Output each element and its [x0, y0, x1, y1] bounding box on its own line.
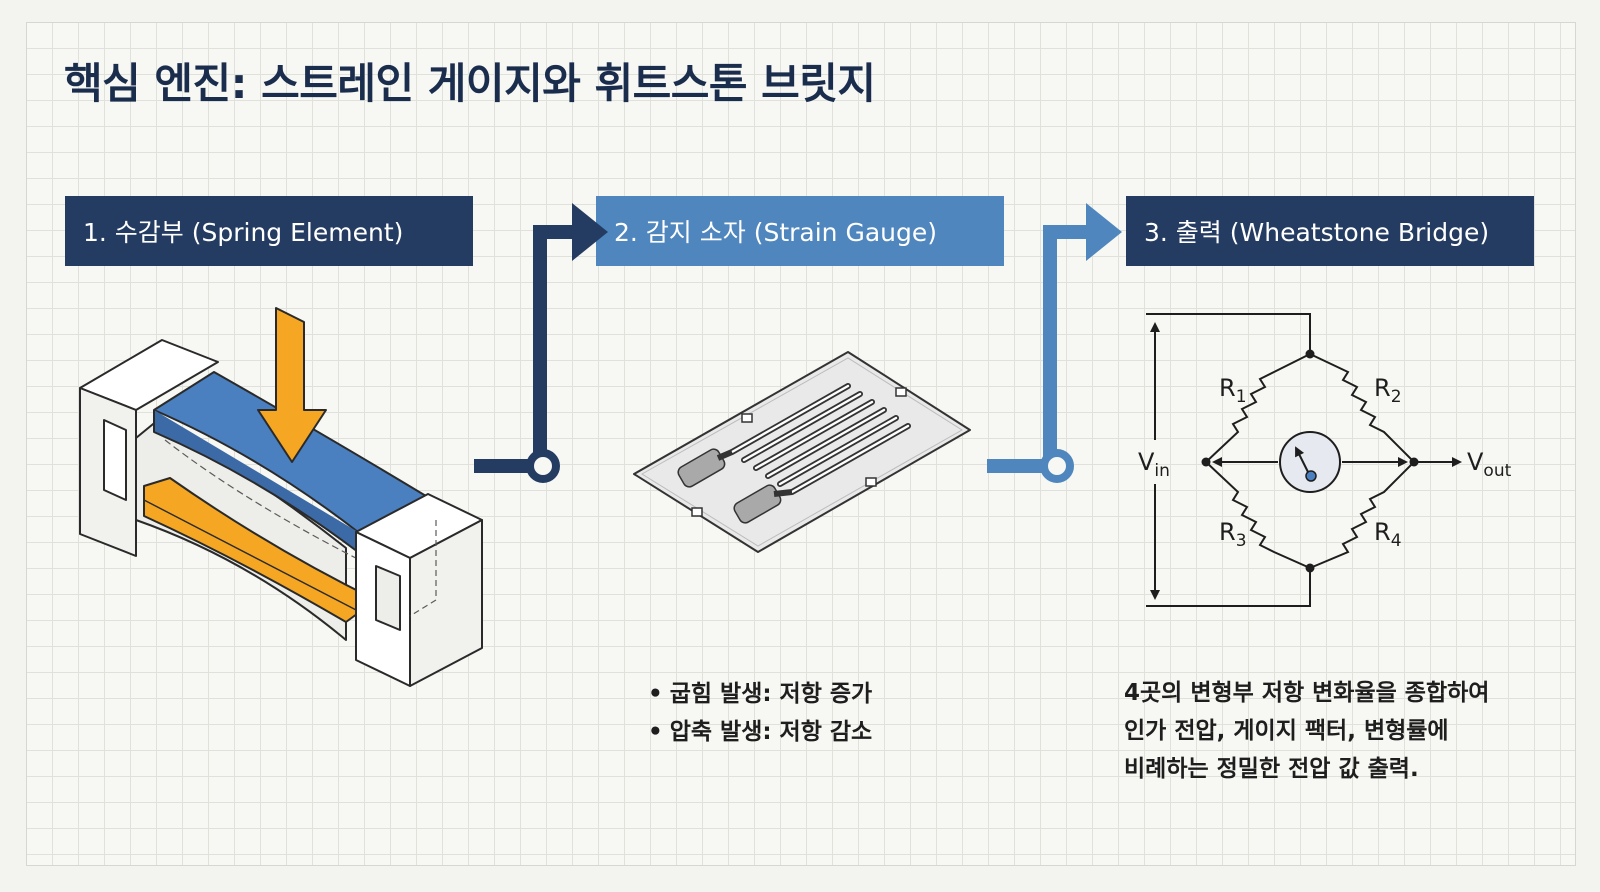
- force-arrow-icon: [257, 307, 327, 463]
- connector-node: [1040, 449, 1074, 483]
- r2-label: R2: [1374, 374, 1402, 407]
- gauge-effects-list: 굽힘 발생: 저항 증가 압축 발생: 저항 감소: [648, 675, 873, 751]
- r3-label: R3: [1219, 518, 1247, 551]
- description-line: 인가 전압, 게이지 팩터, 변형률에: [1124, 718, 1449, 744]
- galvanometer-icon: [1279, 431, 1341, 493]
- stage-label: 2. 감지 소자 (Strain Gauge): [614, 218, 937, 247]
- resistor-r2-icon: [1309, 353, 1415, 463]
- bridge-description: 4곳의 변형부 저항 변화율을 종합하여 인가 전압, 게이지 팩터, 변형률에…: [1124, 674, 1544, 788]
- stage-header-strain-gauge: 2. 감지 소자 (Strain Gauge): [596, 196, 1004, 266]
- resistor-r4-icon: [1309, 461, 1415, 569]
- r1-label: R1: [1219, 374, 1247, 407]
- vout-label: Vout: [1467, 448, 1512, 481]
- description-line: 4곳의 변형부 저항 변화율을 종합하여: [1124, 680, 1490, 706]
- arrow-right-icon: [572, 203, 608, 261]
- list-item: 압축 발생: 저항 감소: [648, 713, 873, 751]
- connector-1-to-2: [474, 203, 608, 483]
- list-item: 굽힘 발생: 저항 증가: [648, 675, 873, 713]
- r4-label: R4: [1374, 518, 1402, 551]
- resistor-r3-icon: [1205, 461, 1311, 569]
- description-line: 비례하는 정밀한 전압 값 출력.: [1124, 756, 1419, 782]
- stage-label: 3. 출력 (Wheatstone Bridge): [1144, 218, 1490, 247]
- vin-label: Vin: [1138, 448, 1170, 481]
- stage-header-wheatstone-bridge: 3. 출력 (Wheatstone Bridge): [1126, 196, 1534, 266]
- connector-2-to-3: [987, 203, 1122, 483]
- arrow-right-icon: [1086, 203, 1122, 261]
- stage-label: 1. 수감부 (Spring Element): [83, 218, 404, 247]
- stage-header-spring-element: 1. 수감부 (Spring Element): [65, 196, 473, 266]
- resistor-r1-icon: [1205, 353, 1311, 463]
- page-title: 핵심 엔진: 스트레인 게이지와 휘트스톤 브릿지: [64, 59, 876, 108]
- connector-node: [526, 449, 560, 483]
